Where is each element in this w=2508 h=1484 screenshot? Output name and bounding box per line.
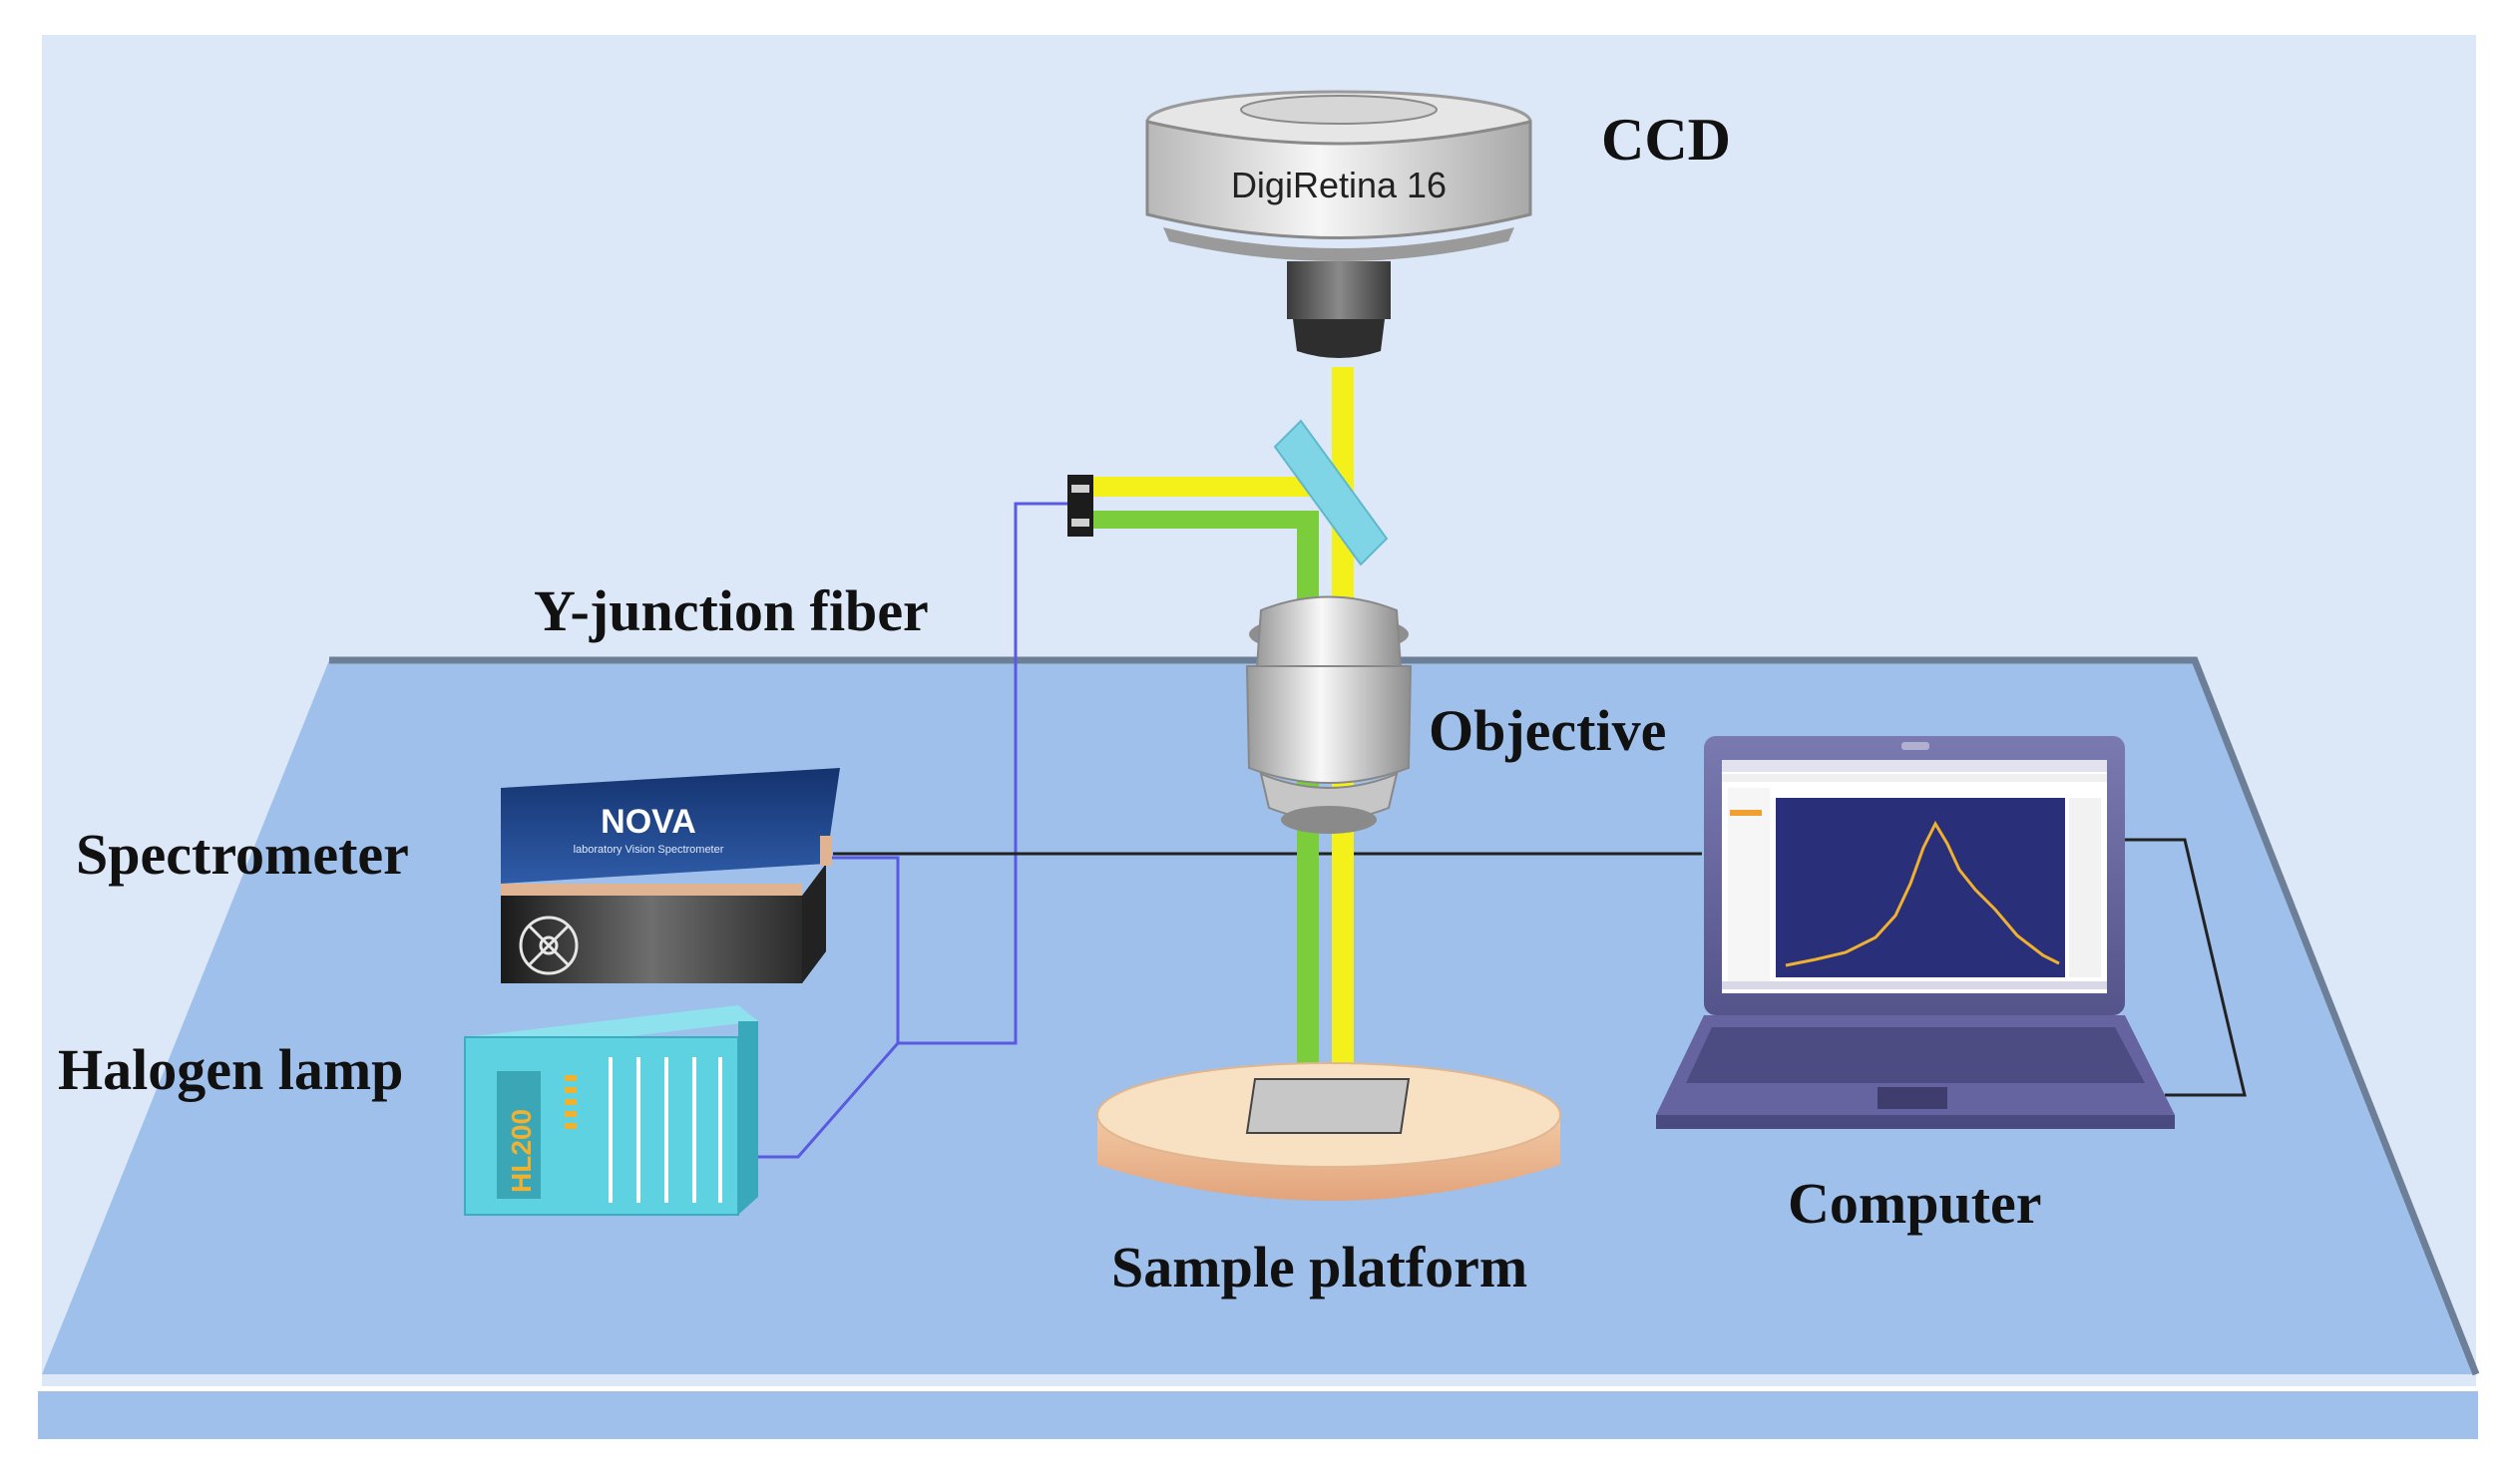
objective-lens — [1245, 595, 1413, 834]
label-spectrometer: Spectrometer — [76, 822, 409, 887]
ccd-camera: DigiRetina 16 — [1145, 90, 1532, 358]
fan-grille-icon — [519, 916, 579, 975]
spectrum-plot-icon — [1776, 798, 2065, 977]
sample-slide — [1245, 1078, 1411, 1134]
beam-green-horizontal — [1087, 511, 1319, 529]
spectrometer-brand-text: NOVA — [601, 803, 696, 841]
camera-model-text: DigiRetina 16 — [1231, 165, 1447, 205]
ccd-computer-cable — [2125, 838, 2247, 1097]
spectrometer-subtitle-text: laboratory Vision Spectrometer — [574, 844, 724, 856]
table-edge — [329, 656, 2480, 1376]
label-ccd: CCD — [1601, 107, 1731, 173]
beam-yellow-horizontal — [1087, 477, 1347, 497]
label-y-junction-fiber: Y-junction fiber — [534, 578, 929, 643]
label-halogen-lamp: Halogen lamp — [58, 1037, 403, 1102]
spectrometer: NOVA laboratory Vision Spectrometer — [501, 768, 840, 983]
label-objective: Objective — [1429, 698, 1666, 763]
lamp-indicator-dots — [565, 1075, 577, 1129]
sample-platform — [1096, 1062, 1561, 1201]
laptop-computer — [1656, 736, 2175, 1129]
label-computer: Computer — [1788, 1171, 2042, 1236]
lamp-vents — [609, 1057, 722, 1203]
beamsplitter — [1273, 419, 1389, 566]
y-junction-fiber — [826, 502, 1067, 1045]
label-sample-platform: Sample platform — [1111, 1235, 1527, 1299]
lamp-fiber — [758, 1042, 900, 1159]
halogen-lamp: HL200 — [464, 1005, 758, 1216]
fiber-connector — [1067, 475, 1093, 537]
base-strip — [38, 1391, 2478, 1439]
lamp-model-text: HL200 — [506, 1109, 537, 1193]
